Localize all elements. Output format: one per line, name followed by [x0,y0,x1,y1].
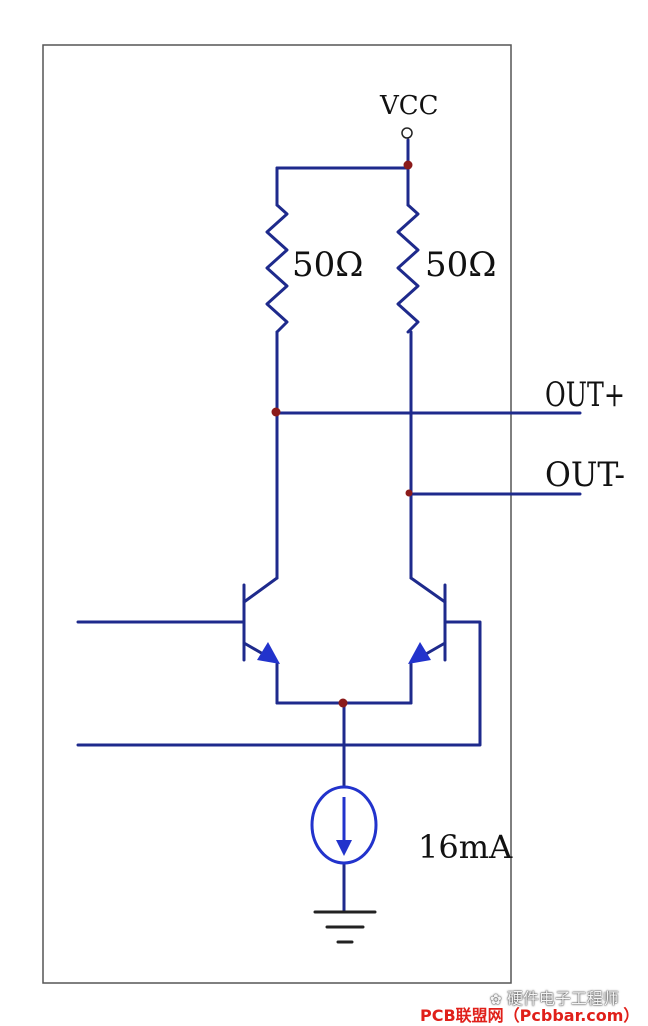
junction-dot-rail [403,160,413,170]
left-resistor [265,203,289,334]
current-source-circle [310,785,378,865]
diagram-frame [42,44,512,984]
right-collector-leg [409,576,447,604]
out-pos-label: OUT+ [545,375,625,415]
left-collector-leg [242,576,279,604]
watermark-account-text: 硬件电子工程师 [506,989,619,1008]
vcc-label: VCC [379,91,439,121]
current-label: 16mA [418,828,513,866]
wechat-icon: ✿ [490,992,502,1008]
out-neg-label: OUT- [545,455,625,495]
right-resistor-label: 50Ω [425,245,496,285]
junction-dot-out-neg [405,489,413,497]
current-source-arrow-head [336,840,352,856]
right-emitter-arrow [408,642,431,664]
junction-dot-out-pos [271,407,281,417]
junction-dot-tail [338,698,348,708]
left-resistor-label: 50Ω [292,245,363,285]
vcc-terminal [401,127,413,139]
right-base-loop-wire [76,620,482,747]
right-resistor [396,203,420,334]
left-emitter-arrow [257,642,280,664]
watermark-account: ✿ 硬件电子工程师 [490,985,619,1009]
watermark-site: PCB联盟网（Pcbbar.com） [420,1006,640,1025]
